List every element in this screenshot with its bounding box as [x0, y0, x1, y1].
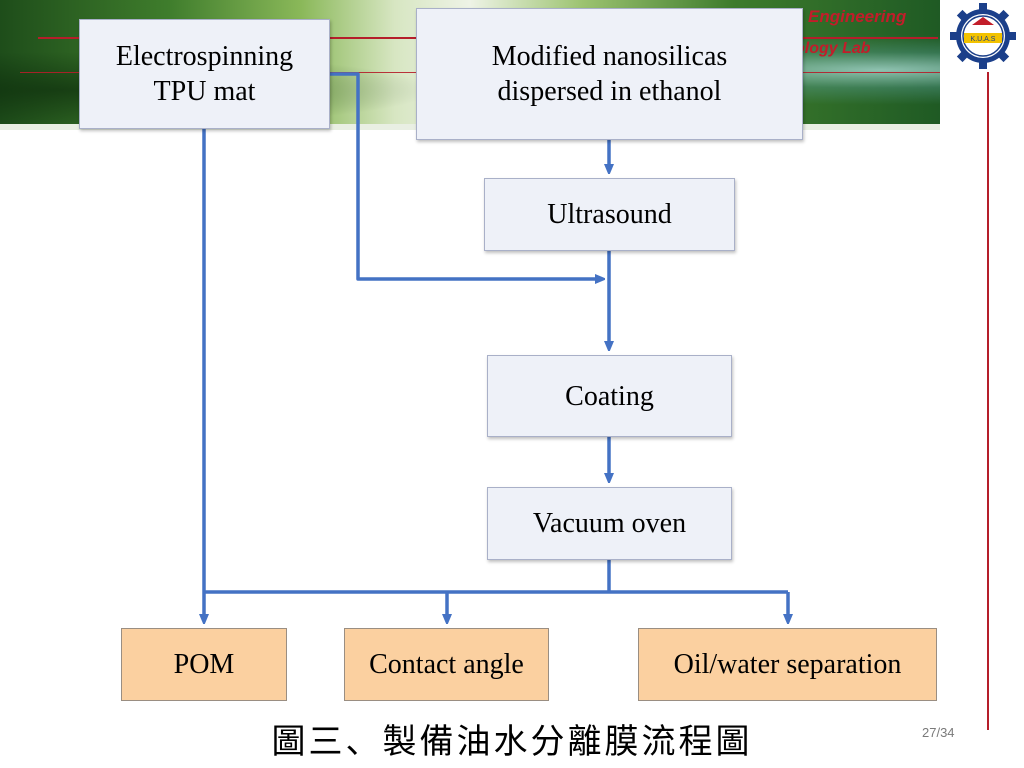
- node-ultrasound: Ultrasound: [484, 178, 735, 251]
- node-oil-water-label: Oil/water separation: [673, 649, 902, 680]
- node-coating: Coating: [487, 355, 732, 437]
- node-electrospinning-tpu-mat: Electrospinning TPU mat: [79, 19, 330, 129]
- node-modified-nanosilicas: Modified nanosilicas dispersed in ethano…: [416, 8, 803, 140]
- node-vacuum-oven: Vacuum oven: [487, 487, 732, 560]
- lab-title-line-2: ology Lab: [795, 40, 871, 57]
- node-nanosilicas-line-2: dispersed in ethanol: [497, 76, 722, 107]
- node-contact-angle-label: Contact angle: [369, 649, 524, 680]
- page-number: 27/34: [922, 725, 955, 740]
- node-ultrasound-label: Ultrasound: [547, 199, 672, 230]
- node-vacuum-oven-label: Vacuum oven: [532, 508, 687, 539]
- university-gear-emblem-icon: K.U.A.S: [950, 3, 1016, 69]
- university-logo: K.U.A.S: [942, 0, 1024, 72]
- node-contact-angle: Contact angle: [344, 628, 549, 701]
- node-coating-label: Coating: [565, 380, 654, 412]
- node-pom-label: POM: [173, 649, 235, 680]
- logo-text: K.U.A.S: [971, 36, 996, 43]
- node-tpu-line-2: TPU mat: [153, 76, 256, 107]
- figure-caption: 圖三、製備油水分離膜流程圖: [271, 722, 753, 762]
- node-oil-water-separation: Oil/water separation: [638, 628, 937, 701]
- lab-title-line-1: Engineering: [808, 7, 907, 26]
- node-pom: POM: [121, 628, 287, 701]
- right-red-rule: [987, 60, 989, 730]
- node-nanosilicas-line-1: Modified nanosilicas: [491, 41, 728, 72]
- node-tpu-line-1: Electrospinning: [115, 41, 294, 72]
- edge-tpu-to-coating-merge: [330, 72, 601, 279]
